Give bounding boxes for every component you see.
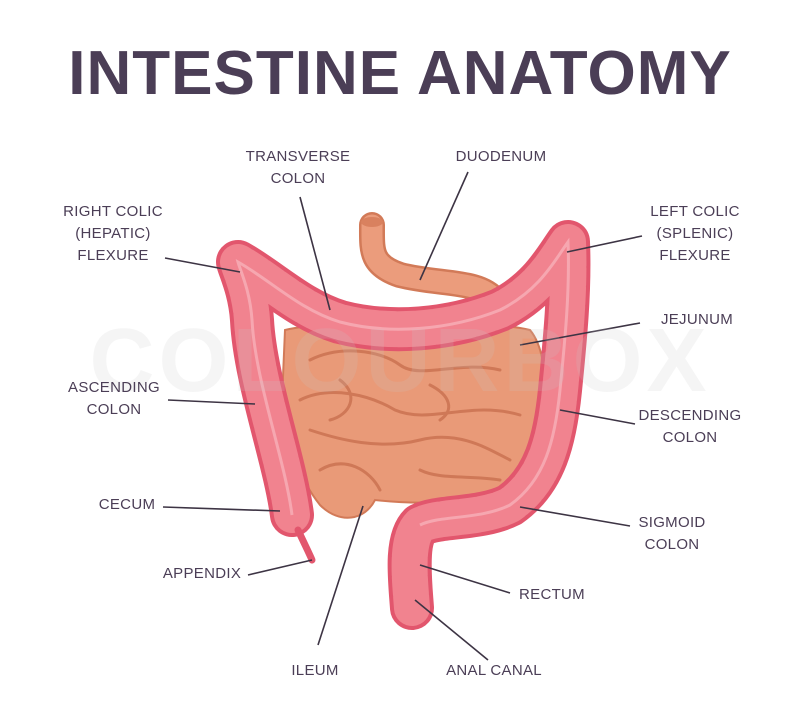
label-appendix: APPENDIX [162, 565, 242, 582]
leader-lines [162, 171, 643, 661]
label-jejunum: JEJUNUM [660, 311, 734, 328]
small-intestine-folds [298, 349, 522, 492]
label-ileum: ILEUM [291, 662, 339, 679]
watermark: COLOURBOX [89, 311, 711, 411]
diagram-title: INTESTINE ANATOMY [68, 39, 732, 108]
label-cecum: CECUM [98, 496, 156, 513]
label-anal-canal: ANAL CANAL [446, 662, 542, 679]
label-left-colic-flexure: LEFT COLIC(SPLENIC)FLEXURE [650, 203, 740, 264]
label-rectum: RECTUM [519, 586, 585, 603]
label-right-colic-flexure: RIGHT COLIC(HEPATIC)FLEXURE [63, 203, 163, 264]
appendix [294, 526, 316, 564]
label-duodenum: DUODENUM [455, 148, 547, 165]
